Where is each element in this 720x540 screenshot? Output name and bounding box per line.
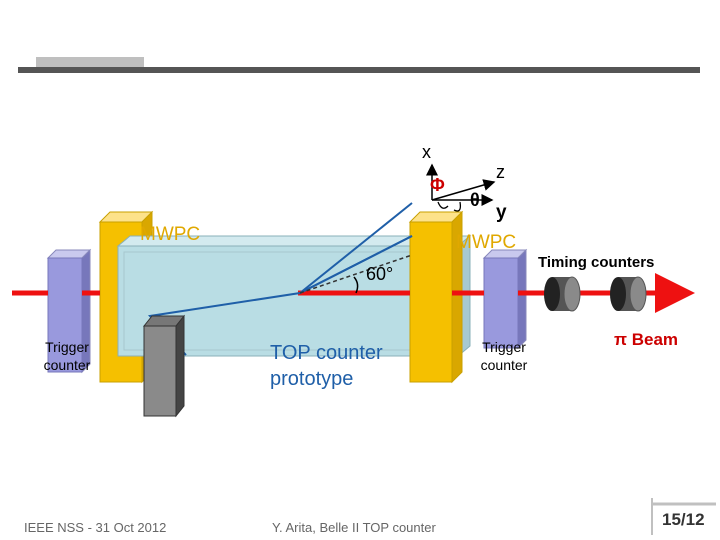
coordinate-axes [426, 163, 496, 212]
footer-center: Y. Arita, Belle II TOP counter [272, 520, 436, 535]
timing-counter-2 [610, 276, 647, 312]
phi-label: Φ [430, 175, 445, 195]
mwpc-right-label: MWPC [456, 232, 517, 253]
beam-label: π Beam [614, 330, 679, 349]
dark-block [142, 314, 186, 418]
trigger-counter-right-label: Trigger counter [480, 339, 528, 373]
axis-x-label: x [422, 142, 431, 162]
header-bar [18, 67, 700, 73]
header-accent [36, 57, 144, 67]
trigger-counter-right [482, 248, 528, 350]
timing-counters-label: Timing counters [538, 254, 655, 271]
axis-y-label: y [496, 202, 507, 223]
page-number: 15/12 [662, 510, 705, 529]
angle-label: 60° [366, 264, 394, 284]
trigger-counter-left-label: Trigger counter [43, 339, 91, 373]
timing-counter-1 [544, 276, 581, 312]
angle-arc [353, 276, 359, 294]
axis-z-label: z [496, 162, 505, 182]
top-counter-label: TOP counter prototype [270, 342, 383, 390]
mwpc-right [408, 210, 464, 384]
theta-label: θ [470, 190, 480, 210]
mwpc-left-label: MWPC [140, 224, 201, 245]
reference-dash [299, 254, 413, 294]
footer-left: IEEE NSS - 31 Oct 2012 [24, 520, 167, 535]
trigger-counter-left [46, 248, 92, 374]
